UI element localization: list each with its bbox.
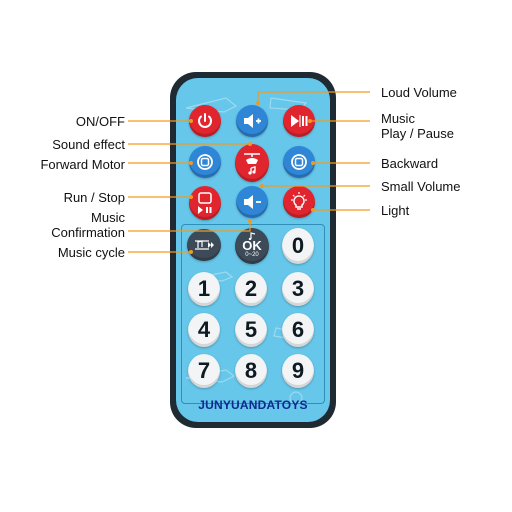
key-label: 6	[291, 317, 305, 342]
label-music-play-pause-line2: Play / Pause	[381, 126, 454, 141]
key-7[interactable]: 7	[188, 354, 220, 388]
power-icon	[198, 113, 212, 128]
music-cycle-button[interactable]	[187, 229, 221, 261]
key-8[interactable]: 8	[235, 354, 267, 388]
label-music-play-pause-line1: Music	[381, 111, 415, 126]
label-backward: Backward	[381, 156, 439, 171]
label-loud-volume: Loud Volume	[381, 85, 457, 100]
label-small-volume: Small Volume	[381, 179, 461, 194]
key-2[interactable]: 2	[235, 272, 267, 306]
music-note-icon	[248, 231, 256, 240]
key-1[interactable]: 1	[188, 272, 220, 306]
ok-button[interactable]: OK 0~20	[235, 228, 269, 264]
label-run-stop: Run / Stop	[63, 190, 125, 205]
forward-motor-button[interactable]	[189, 146, 221, 178]
run-stop-button[interactable]	[189, 186, 221, 220]
helicopter-music-icon	[244, 153, 260, 175]
label-music-confirmation-line2: Confirmation	[51, 225, 125, 240]
on-off-button[interactable]	[189, 105, 221, 137]
key-label: 5	[244, 317, 258, 342]
label-forward-motor: Forward Motor	[40, 157, 125, 172]
ok-label: OK	[242, 237, 262, 253]
key-4[interactable]: 4	[188, 313, 220, 347]
key-3[interactable]: 3	[282, 272, 314, 306]
key-label: 0	[291, 233, 305, 258]
volume-down-icon	[244, 195, 261, 209]
light-bulb-icon	[291, 192, 307, 210]
run-stop-icon	[198, 192, 212, 214]
label-music-cycle: Music cycle	[57, 245, 125, 260]
motor-icon	[197, 154, 213, 170]
motor-icon	[291, 154, 307, 170]
ok-range-label: 0~20	[245, 251, 259, 258]
key-label: 3	[291, 276, 305, 301]
label-music-confirmation-line1: Music	[91, 210, 125, 225]
play-pause-icon	[291, 115, 308, 127]
loud-volume-button[interactable]	[236, 105, 268, 137]
key-label: 7	[197, 358, 211, 383]
music-play-pause-button[interactable]	[283, 105, 315, 137]
key-9[interactable]: 9	[282, 354, 314, 388]
key-5[interactable]: 5	[235, 313, 267, 347]
volume-up-icon	[244, 114, 261, 128]
backward-motor-button[interactable]	[283, 146, 315, 178]
sound-effect-button[interactable]	[235, 144, 269, 182]
key-6[interactable]: 6	[282, 313, 314, 347]
key-label: 9	[291, 358, 305, 383]
number-pad-frame	[181, 224, 325, 404]
key-label: 4	[197, 317, 211, 342]
brand-name: JUNYUANDATOYS	[198, 398, 308, 412]
music-cycle-icon	[195, 240, 214, 250]
label-light: Light	[381, 203, 410, 218]
label-on-off: ON/OFF	[75, 114, 125, 129]
label-music-play-pause: Music Play / Pause	[381, 111, 454, 141]
small-volume-button[interactable]	[236, 186, 268, 218]
label-music-confirmation: Music Confirmation	[51, 210, 125, 240]
key-label: 2	[244, 276, 258, 301]
label-sound-effect: Sound effect	[52, 137, 125, 152]
key-label: 8	[244, 358, 258, 383]
key-0[interactable]: 0	[282, 228, 314, 264]
light-button[interactable]	[283, 186, 315, 218]
key-label: 1	[197, 276, 211, 301]
